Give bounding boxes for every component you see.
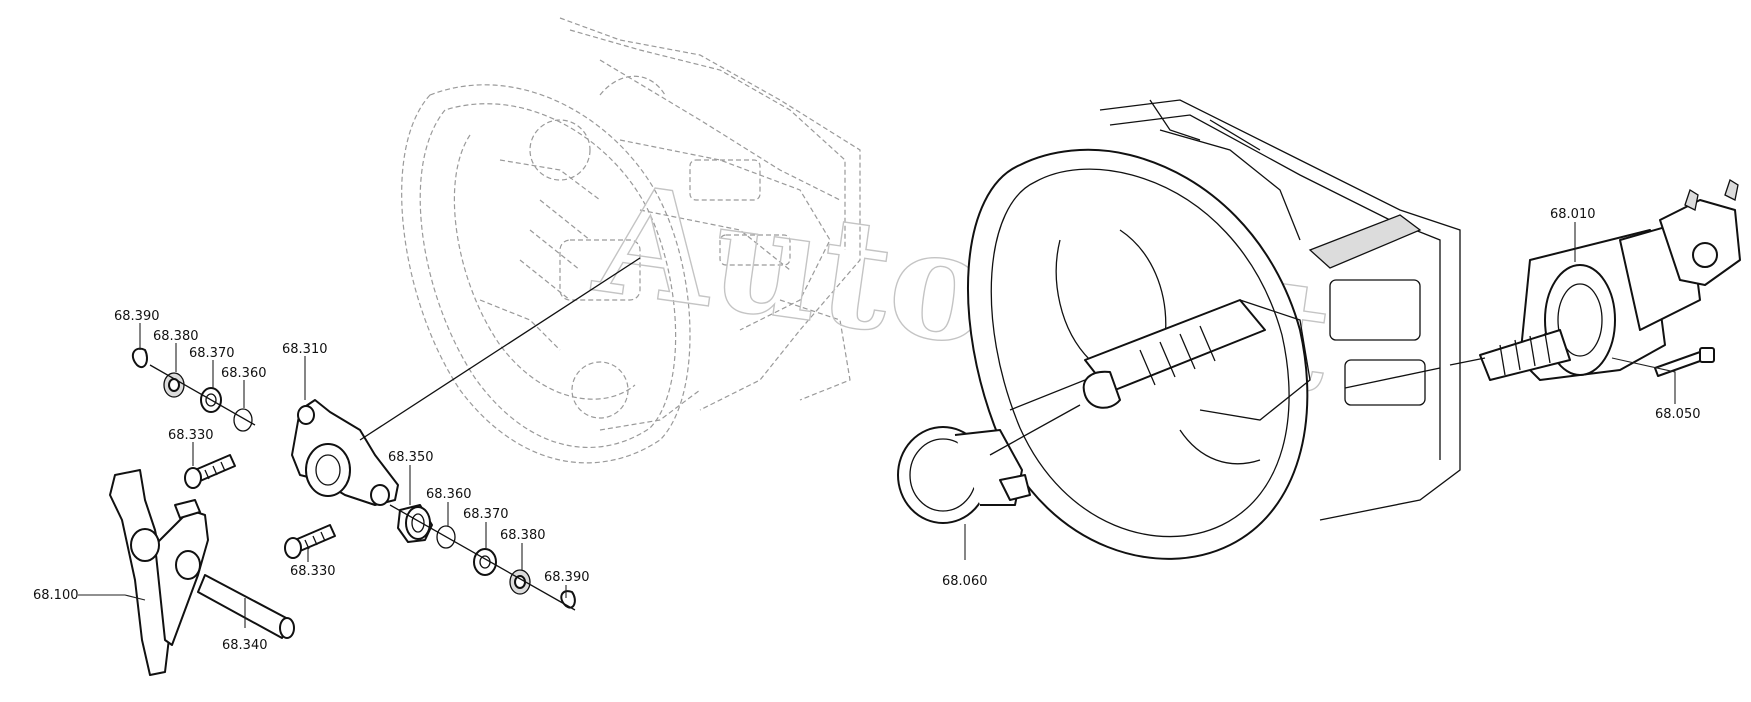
assembly-axis-lever [359, 257, 641, 441]
callout-68-380-bottom: 68.380 [500, 528, 546, 543]
bolt-68-330-top [184, 454, 236, 489]
leader-lines [78, 222, 1676, 628]
callout-68-380-top: 68.380 [153, 329, 199, 344]
seal-68-380-bottom [509, 569, 531, 595]
callout-68-100: 68.100 [33, 588, 79, 603]
callout-68-060: 68.060 [942, 574, 988, 589]
bearing-68-350 [397, 504, 433, 543]
assembly-axis-upper-chain [149, 364, 256, 426]
ring-68-360-bottom [436, 525, 456, 549]
callout-68-310: 68.310 [282, 342, 328, 357]
release-fork-68-100 [109, 469, 209, 676]
screw-68-050 [1654, 347, 1715, 377]
callout-68-330-bottom: 68.330 [290, 564, 336, 579]
callout-68-360-bottom: 68.360 [426, 487, 472, 502]
lever-68-310 [291, 399, 399, 506]
assembly-axis-lower-chain [389, 504, 576, 611]
washer-68-370-bottom [473, 548, 497, 576]
callout-68-350: 68.350 [388, 450, 434, 465]
ring-68-360-top [233, 408, 253, 432]
callout-68-370-top: 68.370 [189, 346, 235, 361]
callout-68-340: 68.340 [222, 638, 268, 653]
callout-68-370-bottom: 68.370 [463, 507, 509, 522]
callout-68-390-bottom: 68.390 [544, 570, 590, 585]
ghost-gearbox-housing [401, 17, 861, 464]
callout-68-360-top: 68.360 [221, 366, 267, 381]
clutch-housing [967, 99, 1461, 560]
seal-68-380-top [163, 372, 185, 398]
callout-68-010: 68.010 [1550, 207, 1596, 222]
circlip-68-390-top [131, 347, 148, 369]
callout-68-390-top: 68.390 [114, 309, 160, 324]
circlip-68-390-bottom [560, 590, 576, 609]
bolt-68-330-bottom [284, 524, 336, 559]
callout-68-050: 68.050 [1655, 407, 1701, 422]
release-bearing-68-060 [897, 404, 1081, 524]
callout-68-330-top: 68.330 [168, 428, 214, 443]
shaft-68-340 [197, 574, 295, 639]
slave-cylinder-68-010 [1344, 179, 1741, 389]
